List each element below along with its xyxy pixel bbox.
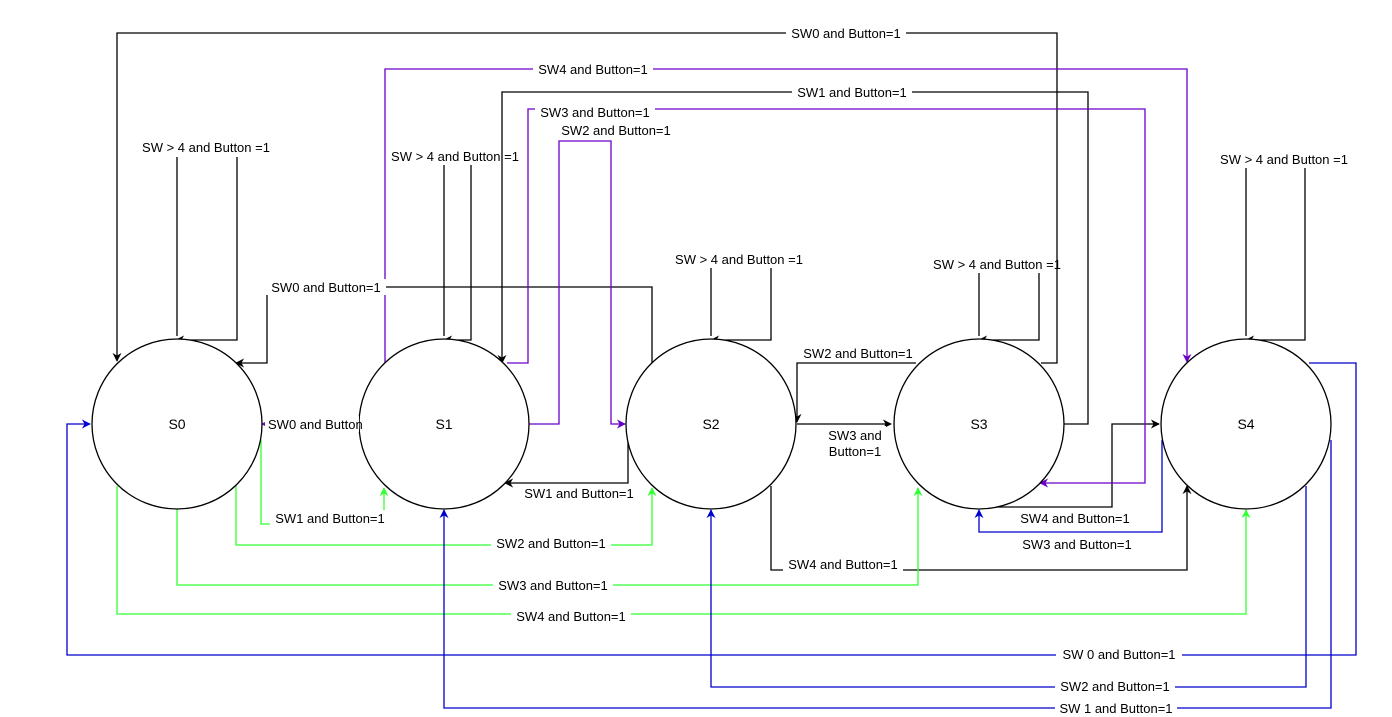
edge-s0-to-s4 xyxy=(116,486,1251,615)
label-s0-to-s2: SW2 and Button=1 xyxy=(496,536,606,551)
label-s1-to-s0: SW0 and Button xyxy=(268,417,363,432)
label-s3-self: SW > 4 and Button =1 xyxy=(933,257,1061,272)
state-s2-label: S2 xyxy=(702,416,719,432)
label-s2-to-s3-line1: SW3 and xyxy=(828,428,881,443)
label-s2-to-s4: SW4 and Button=1 xyxy=(788,557,898,572)
label-s4-to-s0: SW 0 and Button=1 xyxy=(1062,647,1175,662)
label-s3-to-s2: SW2 and Button=1 xyxy=(803,346,913,361)
label-s2-to-s3-line2: Button=1 xyxy=(829,444,881,459)
edge-s3-to-s2 xyxy=(792,362,916,423)
label-s1-to-s3: SW3 and Button=1 xyxy=(540,105,650,120)
edge-s3-to-s4 xyxy=(962,419,1160,508)
edge-s3-self xyxy=(978,273,1040,345)
edge-s3-to-s1 xyxy=(497,91,1089,425)
label-s2-to-s1: SW1 and Button=1 xyxy=(524,486,634,501)
state-s3: S3 xyxy=(893,338,1065,510)
label-s1-self: SW > 4 and Button =1 xyxy=(391,149,519,164)
label-s0-to-s3: SW3 and Button=1 xyxy=(498,578,608,593)
edge-s2-to-s4 xyxy=(770,485,1192,571)
label-s0-to-s4: SW4 and Button=1 xyxy=(516,609,626,624)
edge-s1-self xyxy=(443,165,472,345)
edge-s2-to-s1 xyxy=(504,440,629,488)
label-s4-to-s2: SW2 and Button=1 xyxy=(1060,679,1170,694)
state-s0-label: S0 xyxy=(168,416,185,432)
label-s4-self: SW > 4 and Button =1 xyxy=(1220,152,1348,167)
state-s3-label: S3 xyxy=(970,416,987,432)
label-s4-to-s1: SW 1 and Button=1 xyxy=(1059,701,1172,716)
label-s3-to-s1: SW1 and Button=1 xyxy=(797,85,907,100)
edge-s2-self xyxy=(710,268,772,345)
edge-s4-to-s2 xyxy=(706,486,1307,688)
edge-s0-self xyxy=(175,157,238,345)
edge-s4-to-s1 xyxy=(439,440,1332,709)
edge-s4-to-s3 xyxy=(974,440,1163,533)
state-s1: S1 xyxy=(358,338,530,510)
state-s4: S4 xyxy=(1160,338,1332,510)
label-s2-to-s0: SW0 and Button=1 xyxy=(271,280,381,295)
label-s3-to-s4: SW4 and Button=1 xyxy=(1020,511,1130,526)
state-s0: S0 xyxy=(91,338,263,510)
label-s1-to-s2: SW2 and Button=1 xyxy=(561,123,671,138)
state-s4-label: S4 xyxy=(1237,416,1254,432)
state-s1-label: S1 xyxy=(435,416,452,432)
edge-s1-to-s3 xyxy=(507,108,1146,488)
label-s0-self: SW > 4 and Button =1 xyxy=(142,140,270,155)
edge-s1-to-s4 xyxy=(384,68,1192,363)
edge-s3-to-s0 xyxy=(112,32,1058,364)
label-s2-self: SW > 4 and Button =1 xyxy=(675,252,803,267)
state-s2: S2 xyxy=(625,338,797,510)
label-s1-to-s4: SW4 and Button=1 xyxy=(538,62,648,77)
edge-s4-self xyxy=(1245,168,1306,345)
edge-s1-to-s2 xyxy=(529,140,626,429)
label-s4-to-s3: SW3 and Button=1 xyxy=(1022,537,1132,552)
label-s0-to-s1: SW1 and Button=1 xyxy=(275,511,385,526)
label-s3-to-s0: SW0 and Button=1 xyxy=(791,26,901,41)
